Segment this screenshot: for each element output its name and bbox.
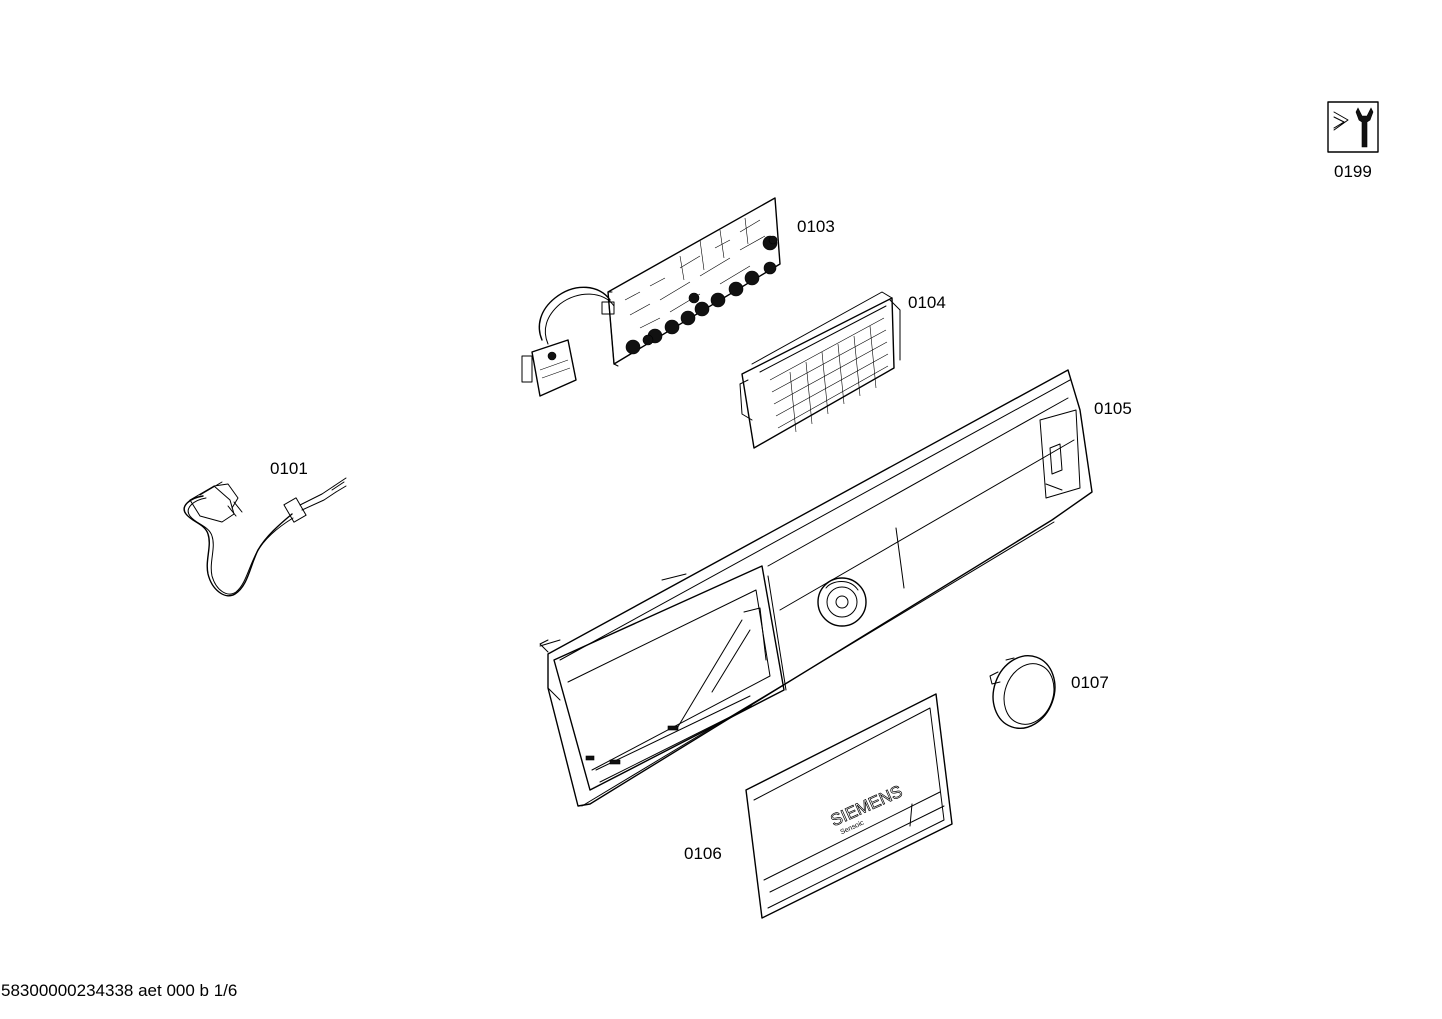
part-label-0107: 0107 <box>1071 673 1109 692</box>
part-label-0104: 0104 <box>908 293 946 312</box>
cover-brand-text: SIEMENS <box>828 782 906 830</box>
fascia-panel-part <box>539 369 1093 807</box>
service-wrench-icon <box>1327 101 1379 153</box>
part-label-0101: 0101 <box>270 459 308 478</box>
part-label-0103: 0103 <box>797 217 835 236</box>
part-label-0106: 0106 <box>684 844 722 863</box>
control-pcb-part <box>521 197 781 397</box>
drawing-reference-footer: 58300000234338 aet 000 b 1/6 <box>1 981 238 1000</box>
drawer-cover-part: SIEMENS Sensoic <box>745 693 953 919</box>
knob-part <box>989 655 1056 729</box>
display-frame-part <box>739 291 901 449</box>
part-label-0199: 0199 <box>1334 162 1372 181</box>
power-cable-part <box>183 477 347 597</box>
part-label-0105: 0105 <box>1094 399 1132 418</box>
